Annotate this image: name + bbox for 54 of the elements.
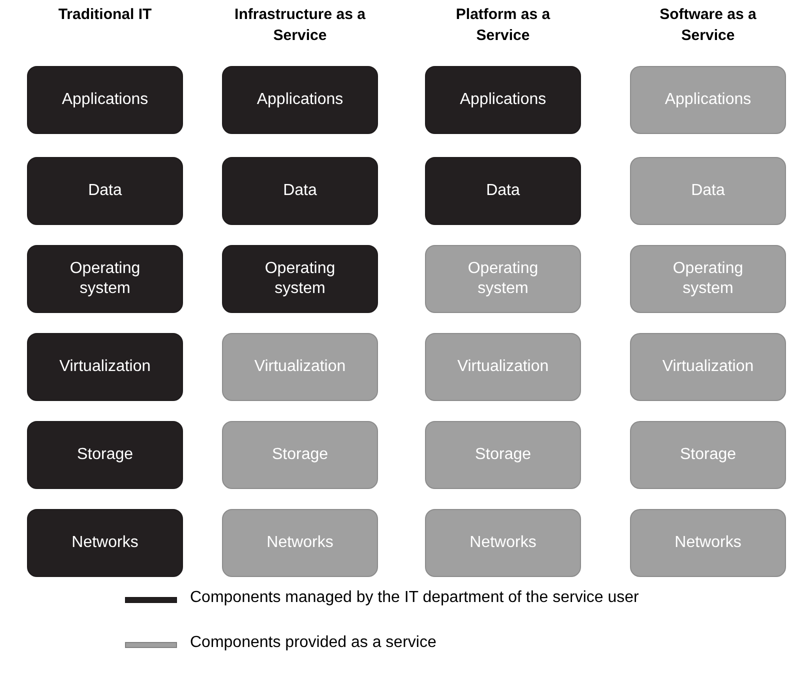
component-label: Operating system (68, 259, 142, 299)
component-label: Virtualization (457, 357, 549, 377)
component-label: Data (88, 181, 122, 201)
component-label: Networks (266, 533, 334, 553)
component-label: Networks (72, 533, 138, 553)
component-box (425, 333, 581, 401)
component-label: Networks (674, 533, 742, 553)
component-box (425, 66, 581, 134)
component-box (630, 333, 786, 401)
component-box (222, 157, 378, 225)
component-box (222, 333, 378, 401)
component-box (27, 509, 183, 577)
component-label: Applications (256, 90, 344, 110)
component-label: Storage (474, 445, 532, 465)
component-label: Operating system (466, 259, 540, 299)
component-box (630, 509, 786, 577)
column-heading: Platform as a Service (454, 5, 552, 46)
component-label: Networks (470, 533, 536, 553)
component-label: Virtualization (59, 357, 151, 377)
component-label: Applications (62, 90, 148, 110)
column-heading: Infrastructure as a Service (234, 5, 366, 46)
component-label: Applications (460, 90, 546, 110)
component-label: Operating system (672, 259, 744, 299)
legend-text: Components provided as a service (190, 634, 436, 652)
column-heading: Traditional IT (57, 5, 153, 25)
component-label: Data (691, 181, 725, 201)
component-box (425, 157, 581, 225)
component-box (222, 509, 378, 577)
component-box (425, 421, 581, 489)
component-box (630, 157, 786, 225)
component-box (222, 66, 378, 134)
component-box (27, 66, 183, 134)
component-box (630, 66, 786, 134)
component-box (27, 421, 183, 489)
component-box (425, 245, 581, 313)
component-box (222, 421, 378, 489)
component-box (630, 245, 786, 313)
component-box (27, 333, 183, 401)
component-box (222, 245, 378, 313)
component-label: Storage (272, 445, 328, 465)
component-box (27, 157, 183, 225)
component-box (27, 245, 183, 313)
legend-text: Components managed by the IT department of the service user (190, 589, 639, 607)
component-label: Applications (664, 90, 752, 110)
component-label: Operating system (264, 259, 336, 299)
component-label: Virtualization (662, 357, 754, 377)
component-label: Data (486, 181, 520, 201)
component-label: Virtualization (254, 357, 346, 377)
column-heading: Software as a Service (658, 5, 758, 46)
component-label: Storage (680, 445, 736, 465)
component-label: Data (283, 181, 317, 201)
component-box (425, 509, 581, 577)
component-box (630, 421, 786, 489)
component-label: Storage (76, 445, 134, 465)
